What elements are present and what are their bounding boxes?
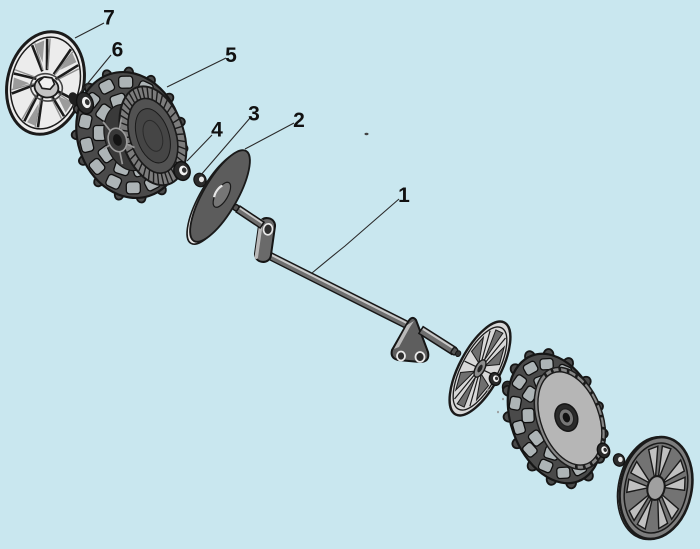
svg-text:1: 1 — [398, 184, 410, 207]
svg-text:7: 7 — [103, 7, 115, 30]
svg-text:6: 6 — [112, 39, 124, 62]
svg-text:2: 2 — [293, 109, 305, 132]
svg-text:5: 5 — [225, 44, 237, 67]
svg-text:3: 3 — [248, 103, 260, 126]
svg-text:4: 4 — [211, 119, 223, 142]
